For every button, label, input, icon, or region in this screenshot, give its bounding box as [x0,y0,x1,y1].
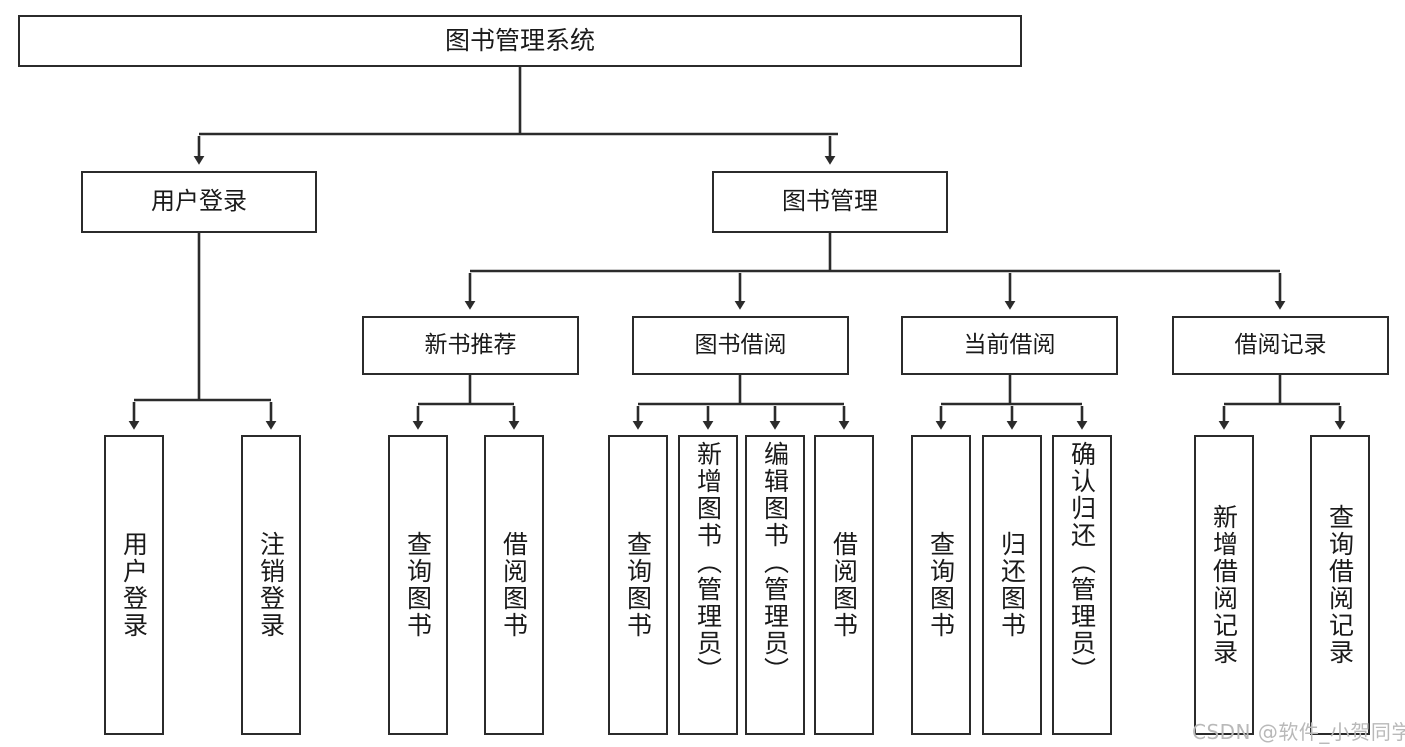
node-borrow-book-rec-label: 借阅图书 [499,531,529,639]
node-edit-book-admin-label: 编辑图书（管理员） [760,441,790,684]
node-confirm-return-admin-label: 确认归还（管理员） [1067,441,1097,684]
node-add-book-admin-label: 新增图书（管理员） [693,441,723,684]
node-return-book[interactable]: 归还图书 [982,435,1042,735]
node-book-borrow[interactable]: 图书借阅 [632,316,849,375]
node-user-login-action[interactable]: 用户登录 [104,435,164,735]
node-book-manage[interactable]: 图书管理 [712,171,948,233]
node-query-book-borrow-label: 查询图书 [623,531,653,639]
node-query-borrow-record-label: 查询借阅记录 [1325,504,1355,666]
node-query-book-current-label: 查询图书 [926,531,956,639]
node-book-manage-label: 图书管理 [782,187,878,216]
node-add-borrow-record[interactable]: 新增借阅记录 [1194,435,1254,735]
node-confirm-return-admin[interactable]: 确认归还（管理员） [1052,435,1112,735]
node-user-logout-action-label: 注销登录 [256,531,286,639]
node-query-book-rec[interactable]: 查询图书 [388,435,448,735]
node-add-book-admin[interactable]: 新增图书（管理员） [678,435,738,735]
node-borrow-record[interactable]: 借阅记录 [1172,316,1389,375]
node-user-login-action-label: 用户登录 [119,531,149,639]
node-return-book-label: 归还图书 [997,531,1027,639]
node-user-login-label: 用户登录 [151,187,247,216]
csdn-watermark: CSDN @软件_小贺同学 [1192,720,1405,744]
node-query-book-borrow[interactable]: 查询图书 [608,435,668,735]
node-edit-book-admin[interactable]: 编辑图书（管理员） [745,435,805,735]
node-query-book-rec-label: 查询图书 [403,531,433,639]
node-user-logout-action[interactable]: 注销登录 [241,435,301,735]
node-root[interactable]: 图书管理系统 [18,15,1022,67]
node-new-book-recommend[interactable]: 新书推荐 [362,316,579,375]
node-borrow-book-action[interactable]: 借阅图书 [814,435,874,735]
node-current-borrow[interactable]: 当前借阅 [901,316,1118,375]
node-new-book-recommend-label: 新书推荐 [424,332,517,359]
node-borrow-book-action-label: 借阅图书 [829,531,859,639]
node-query-borrow-record[interactable]: 查询借阅记录 [1310,435,1370,735]
node-root-label: 图书管理系统 [444,25,595,55]
node-query-book-current[interactable]: 查询图书 [911,435,971,735]
node-borrow-record-label: 借阅记录 [1234,332,1327,359]
node-book-borrow-label: 图书借阅 [694,332,787,359]
node-current-borrow-label: 当前借阅 [963,332,1056,359]
node-borrow-book-rec[interactable]: 借阅图书 [484,435,544,735]
node-add-borrow-record-label: 新增借阅记录 [1209,504,1239,666]
node-user-login[interactable]: 用户登录 [81,171,317,233]
